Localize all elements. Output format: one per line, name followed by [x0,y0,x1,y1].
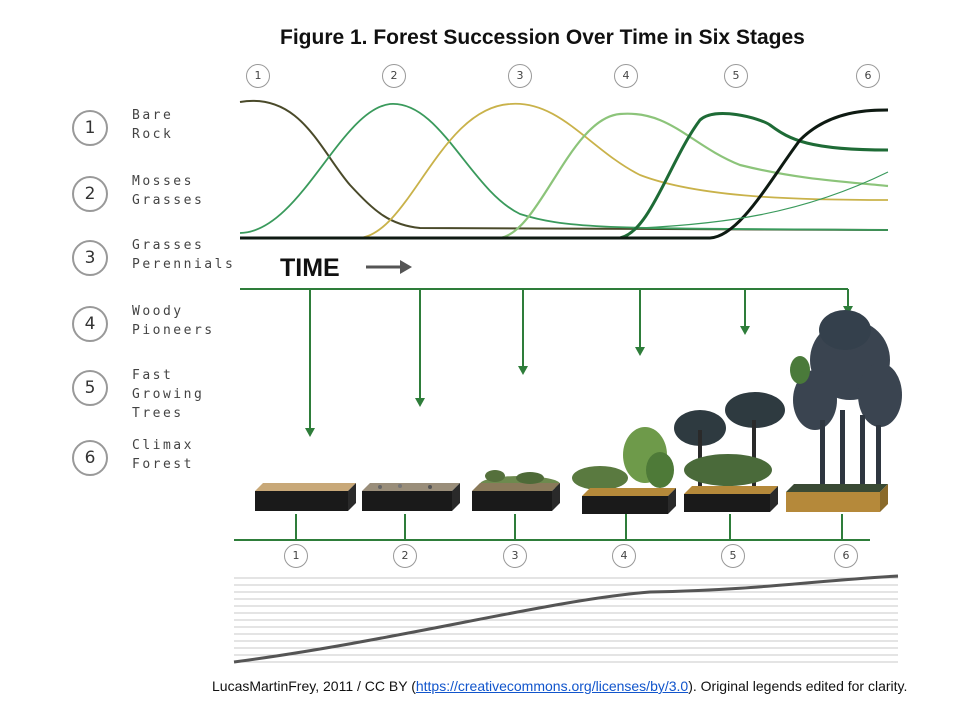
bottom-stage-number-1: 1 [284,544,308,568]
block-stage-6 [786,310,902,512]
bottom-stage-number-3: 3 [503,544,527,568]
curve-stage-3 [240,104,888,238]
license-link[interactable]: https://creativecommons.org/licenses/by/… [416,678,688,694]
credit-text: LucasMartinFrey, 2011 / CC BY (https://c… [212,676,912,697]
curve-stage-6 [240,110,888,238]
succession-curves [240,101,888,238]
bottom-stage-number-6: 6 [834,544,858,568]
top-stage-number-2: 2 [382,64,406,88]
time-label: TIME [280,254,340,283]
bottom-stage-number-5: 5 [721,544,745,568]
top-stage-number-5: 5 [724,64,748,88]
time-arrow-icon [366,260,412,274]
growth-curve [234,576,898,662]
block-stage-5 [674,392,785,512]
growth-curve-panel [234,576,898,662]
stage-connectors [234,514,870,540]
top-stage-number-4: 4 [614,64,638,88]
top-stage-number-3: 3 [508,64,532,88]
credit-prefix: LucasMartinFrey, 2011 / CC BY ( [212,678,416,694]
bottom-stage-number-4: 4 [612,544,636,568]
curve-stage-4 [240,114,888,238]
block-stage-3 [472,470,560,511]
block-stage-1 [255,483,356,511]
credit-suffix: ). Original legends edited for clarity. [688,678,907,694]
top-stage-number-1: 1 [246,64,270,88]
top-stage-number-6: 6 [856,64,880,88]
block-stage-4 [572,427,676,514]
bottom-stage-number-2: 2 [393,544,417,568]
stage-blocks [255,310,902,514]
block-stage-2 [362,483,460,511]
